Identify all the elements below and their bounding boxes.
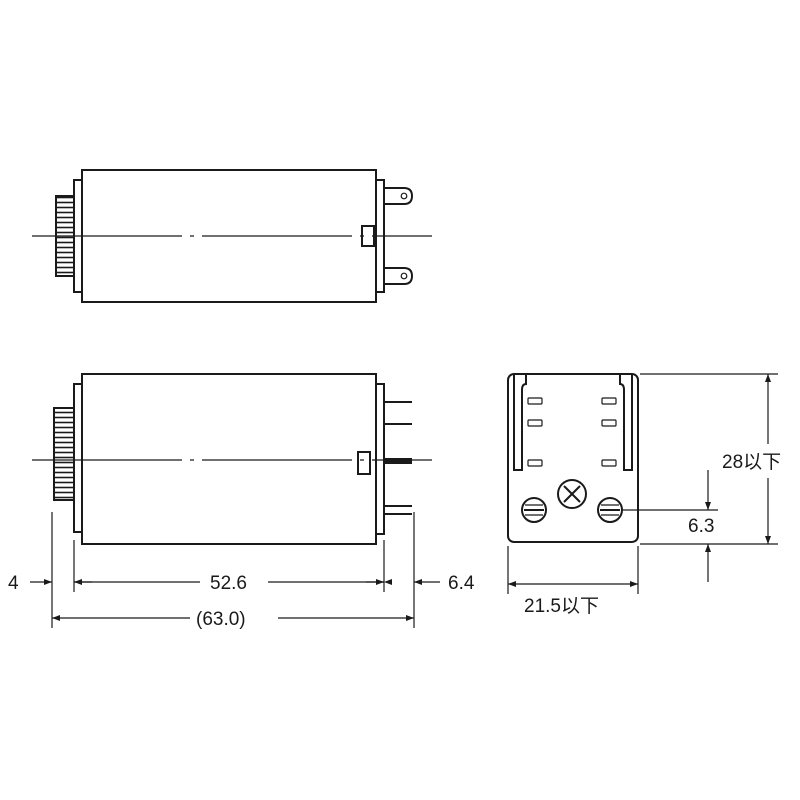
- top-view: [32, 169, 432, 303]
- top-view-terminal-lower: [384, 267, 414, 285]
- side-view: [32, 373, 432, 545]
- side-view-knob: [53, 407, 75, 501]
- side-view-knob-flange: [73, 383, 83, 533]
- end-view-clip-left: [513, 374, 527, 471]
- end-view-pin-slots: [527, 397, 617, 467]
- dimension-lines: [30, 373, 778, 628]
- dim-body-length: 52.6: [210, 573, 247, 594]
- end-view-center-screw: [557, 479, 587, 509]
- side-view-pins: [384, 401, 412, 515]
- end-view-clip-right: [619, 374, 633, 471]
- dim-overall-length: (63.0): [196, 609, 246, 630]
- dim-pin-length: 6.4: [448, 573, 475, 594]
- side-view-terminal-block: [375, 383, 385, 535]
- dim-height: 28以下: [722, 452, 781, 473]
- side-view-body: [81, 373, 377, 545]
- end-view-left-screw: [521, 497, 547, 523]
- top-view-terminal-upper: [384, 187, 414, 205]
- side-view-latch: [357, 451, 371, 475]
- end-view-right-screw: [597, 497, 623, 523]
- dim-width: 21.5以下: [524, 596, 599, 617]
- end-view: [507, 373, 639, 543]
- dim-knob-depth: 4: [8, 573, 19, 594]
- dim-screw-offset: 6.3: [688, 516, 714, 537]
